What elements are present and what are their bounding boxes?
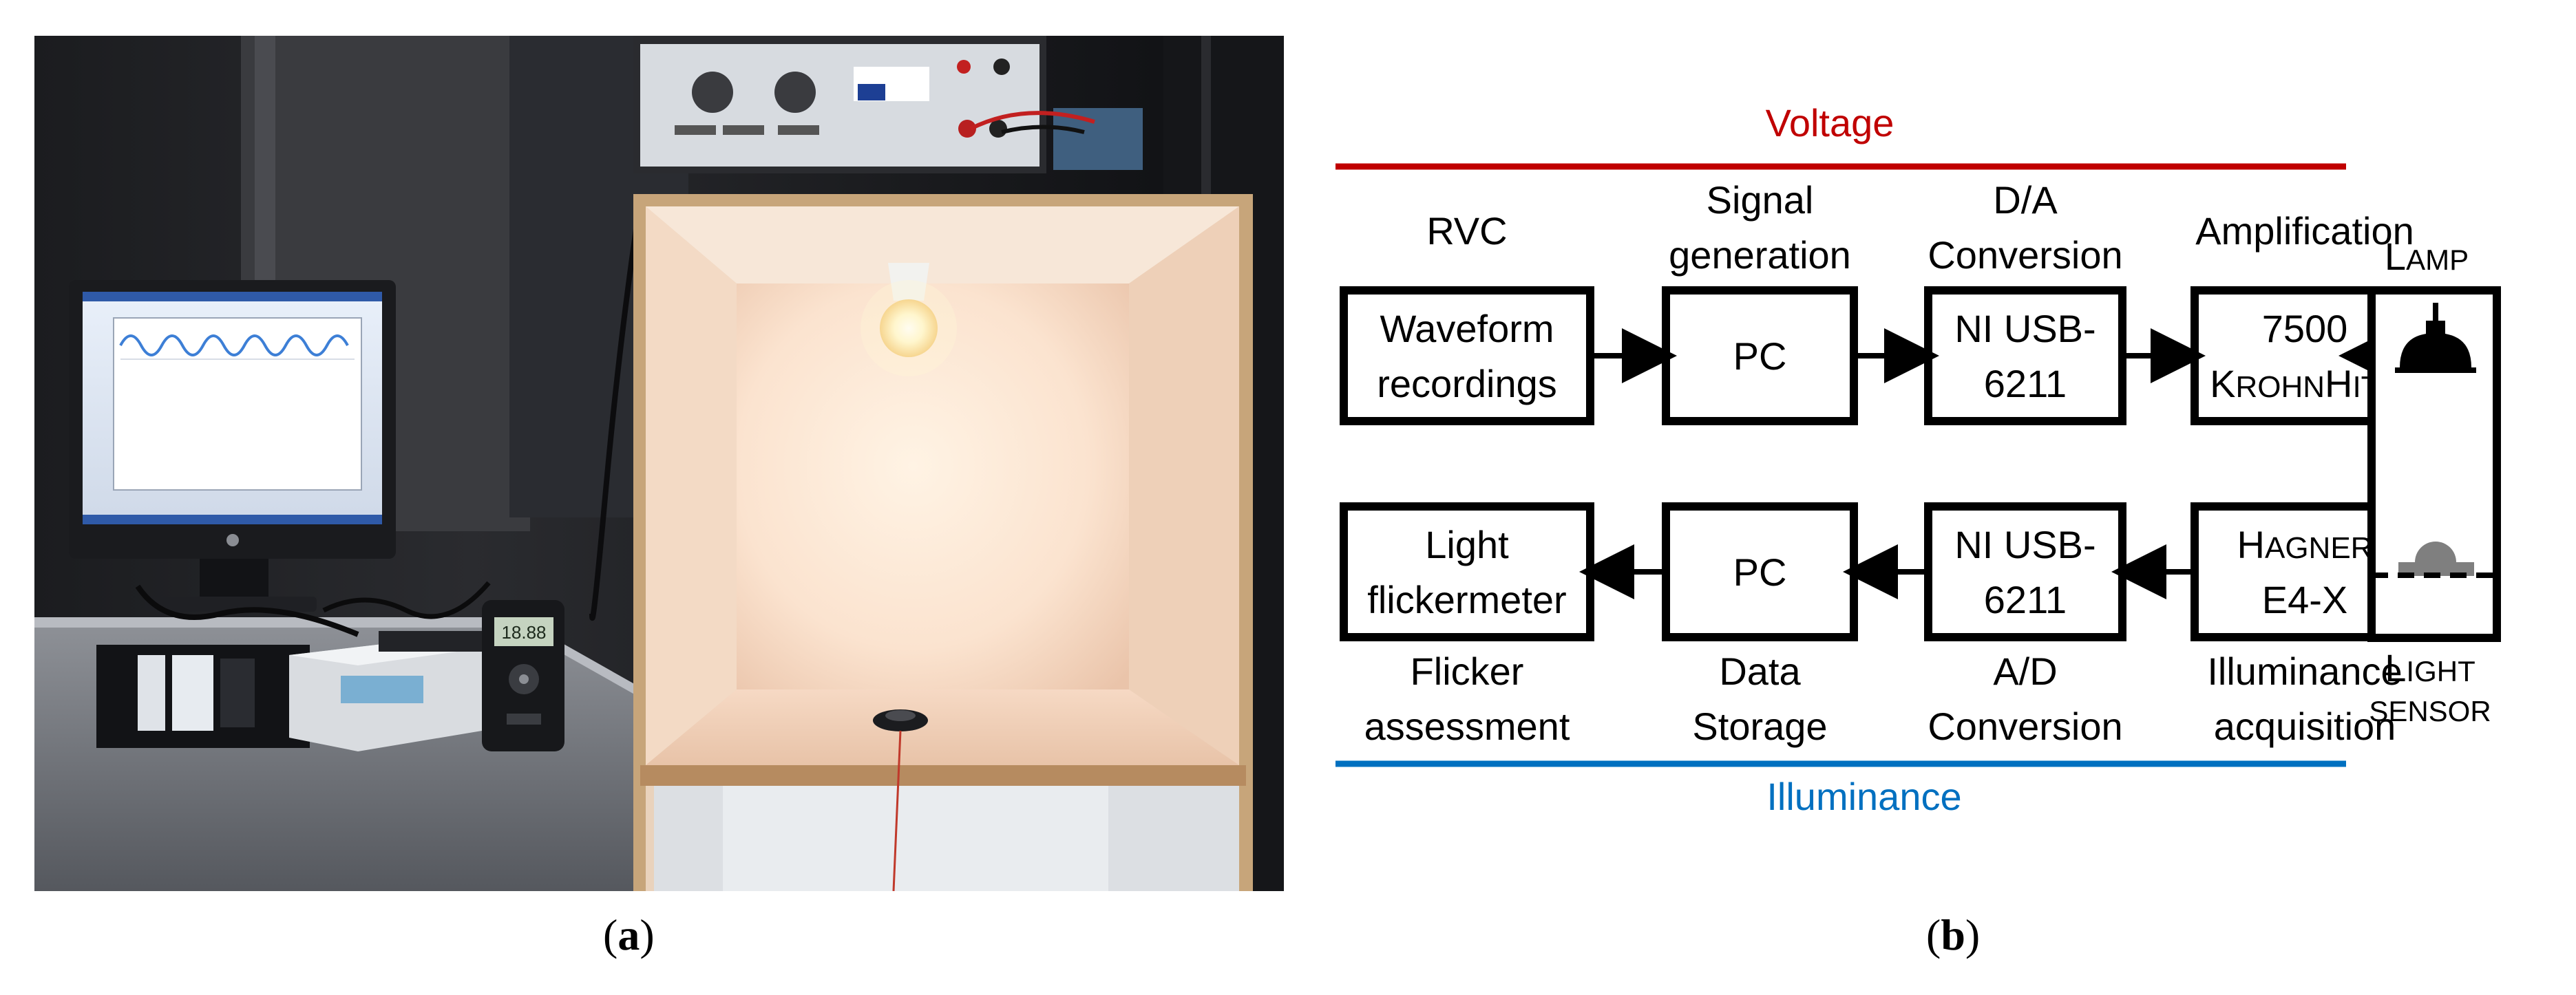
bottom-pc-box xyxy=(1662,502,1858,641)
top-7500-krohnhite-label-line-1: Amplification xyxy=(2195,209,2414,253)
bottom-light-flickermeter-box-text-line-1: Light xyxy=(1425,523,1509,566)
meter-display: 18.88 xyxy=(501,622,546,643)
bottom-ni-usb-6211-box-text-line-2: 6211 xyxy=(1984,578,2067,621)
lamp-sensor-box xyxy=(2367,286,2501,642)
bottom-pc-label-line-2: Storage xyxy=(1692,705,1827,748)
bottom-hagner-e4-x-label-line-2: acquisition xyxy=(2214,705,2396,748)
top-waveform-recordings-box-text-line-2: recordings xyxy=(1377,362,1556,405)
top-pc-box-text-line-1: PC xyxy=(1733,334,1787,378)
top-ni-usb-6211-label-line-2: Conversion xyxy=(1928,233,2122,277)
block-diagram: Voltage Waveform recordings RVC PC Signal gen… xyxy=(1308,76,2576,853)
caption-b: (b) xyxy=(1926,910,1981,959)
top-waveform-recordings-label-line-1: RVC xyxy=(1426,209,1507,253)
top-pc-label-line-2: generation xyxy=(1669,233,1851,277)
bottom-pc-label-line-1: Data xyxy=(1719,650,1801,693)
illuminance-meter: 18.88 xyxy=(482,600,564,751)
top-waveform-recordings-box xyxy=(1340,286,1594,425)
top-ni-usb-6211-box-text-line-1: NI USB- xyxy=(1954,307,2095,350)
amplifier-unit xyxy=(633,36,1143,173)
bottom-ni-usb-6211-box-text-line-1: NI USB- xyxy=(1954,523,2095,566)
voltage-label: Voltage xyxy=(1766,101,1894,145)
bottom-pc-box-text-line-1: PC xyxy=(1733,550,1787,594)
lamp-icon xyxy=(2395,303,2476,373)
monitor xyxy=(69,280,396,612)
lab-setup-photo: 18.88 xyxy=(34,36,1284,892)
ni-daq-device xyxy=(289,631,482,751)
top-ni-usb-6211-box-text-line-2: 6211 xyxy=(1984,362,2067,405)
illuminance-label: Illuminance xyxy=(1766,775,1961,818)
top-ni-usb-6211-block: NI USB- 6211 D/A Conversion xyxy=(1924,178,2126,425)
light-box xyxy=(633,194,1253,892)
bottom-hagner-e4-x-box-text-line-1: HAGNER xyxy=(2237,523,2373,566)
bottom-ni-usb-6211-label-line-2: Conversion xyxy=(1928,705,2122,748)
lamp-label: LAMP xyxy=(2385,235,2469,278)
top-7500-krohnhite-box-text-line-1: 7500 xyxy=(2262,307,2348,350)
bottom-light-flickermeter-label-line-2: assessment xyxy=(1364,705,1570,748)
bottom-hagner-e4-x-label-line-1: Illuminance xyxy=(2207,650,2402,693)
caption-a: (a) xyxy=(603,910,655,959)
top-pc-label-line-1: Signal xyxy=(1707,178,1814,222)
bottom-light-flickermeter-box-text-line-2: flickermeter xyxy=(1367,578,1566,621)
bottom-hagner-e4-x-box-text-line-2: E4-X xyxy=(2262,578,2348,621)
top-waveform-recordings-box-text-line-1: Waveform xyxy=(1380,307,1554,350)
top-waveform-recordings-block: Waveform recordings RVC xyxy=(1340,209,1594,425)
top-ni-usb-6211-label-line-1: D/A xyxy=(1993,178,2058,222)
bottom-ni-usb-6211-label-line-1: A/D xyxy=(1993,650,2057,693)
bottom-light-flickermeter-label-line-1: Flicker xyxy=(1411,650,1524,693)
top-pc-block: PC Signal generation xyxy=(1662,178,1858,425)
